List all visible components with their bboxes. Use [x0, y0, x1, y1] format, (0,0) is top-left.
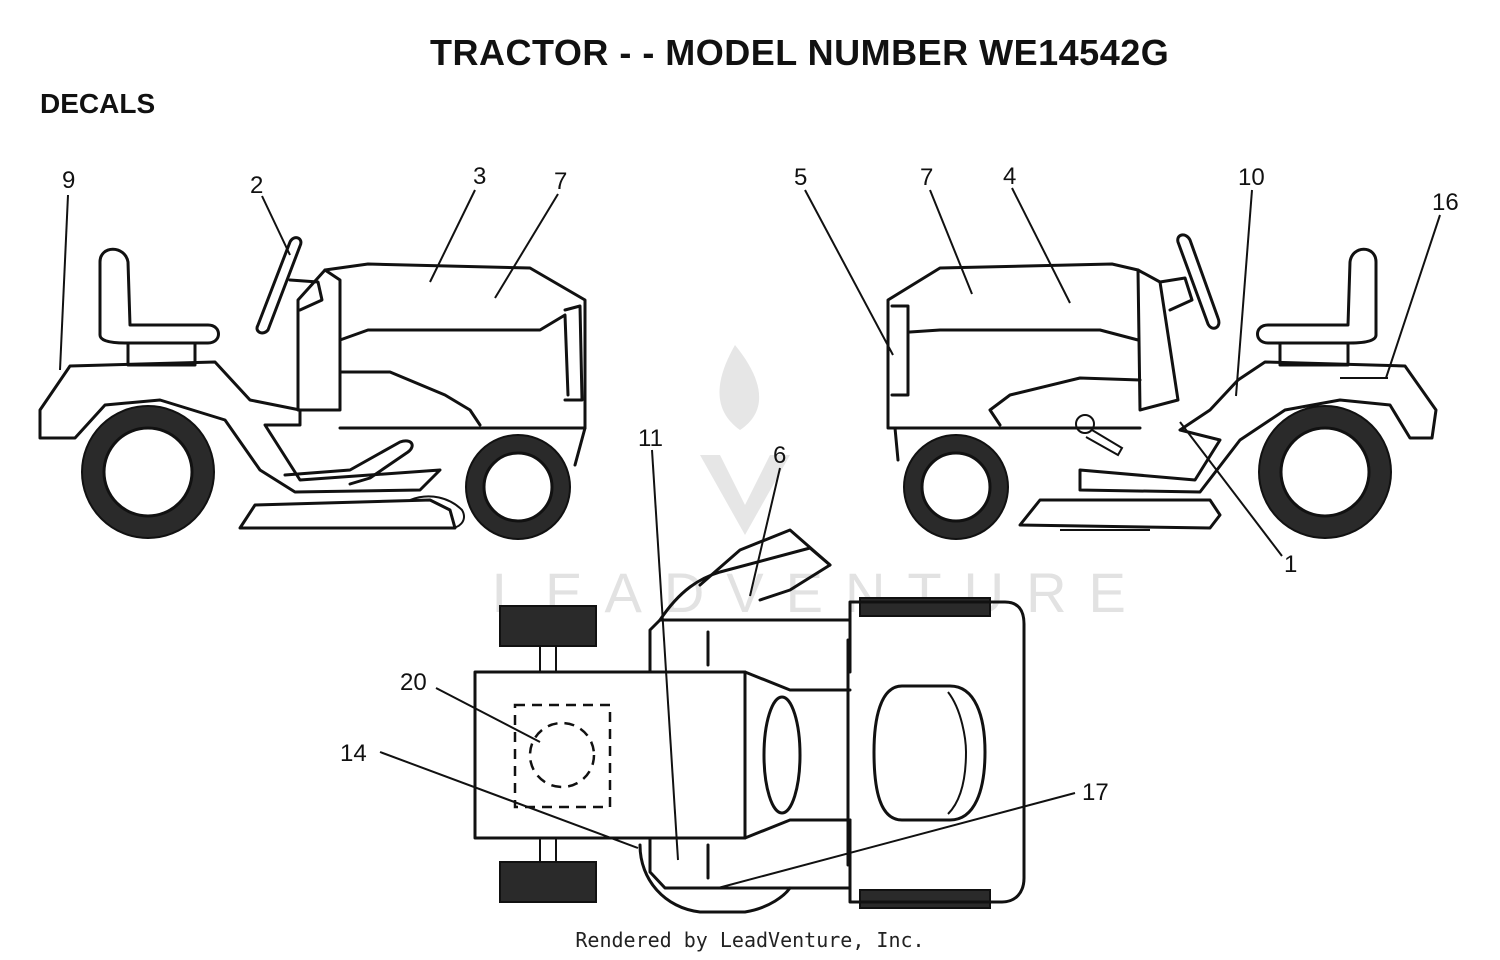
callout-7-right: 7	[920, 164, 933, 191]
page-title: TRACTOR - - MODEL NUMBER WE14542G	[430, 32, 1170, 73]
tractor-top-view	[473, 528, 1026, 914]
callout-1: 1	[1284, 551, 1297, 578]
callout-3: 3	[473, 163, 486, 190]
callout-11: 11	[638, 425, 663, 452]
footer-credit: Rendered by LeadVenture, Inc.	[575, 928, 925, 952]
callout-6: 6	[773, 442, 786, 469]
watermark-text: LEADVENTURE	[492, 561, 1148, 624]
watermark: LEADVENTURE	[492, 345, 1148, 624]
callout-5: 5	[794, 164, 807, 191]
callout-4: 4	[1003, 163, 1016, 190]
tractor-left-side-view	[38, 236, 587, 540]
callout-9: 9	[62, 167, 75, 194]
callout-2: 2	[250, 172, 263, 199]
section-heading: DECALS	[40, 88, 156, 119]
leader-lines	[59, 187, 1441, 889]
callout-labels: 9 2 3 7 5 7 4 10 16 1 11 6 20 14 17	[62, 163, 1459, 806]
tractor-right-side-view	[886, 233, 1438, 540]
callout-10: 10	[1238, 164, 1265, 191]
callout-17: 17	[1082, 779, 1109, 806]
callout-20: 20	[400, 669, 427, 696]
callout-16: 16	[1432, 189, 1459, 216]
callout-14: 14	[340, 740, 367, 767]
callout-7-left: 7	[554, 168, 567, 195]
